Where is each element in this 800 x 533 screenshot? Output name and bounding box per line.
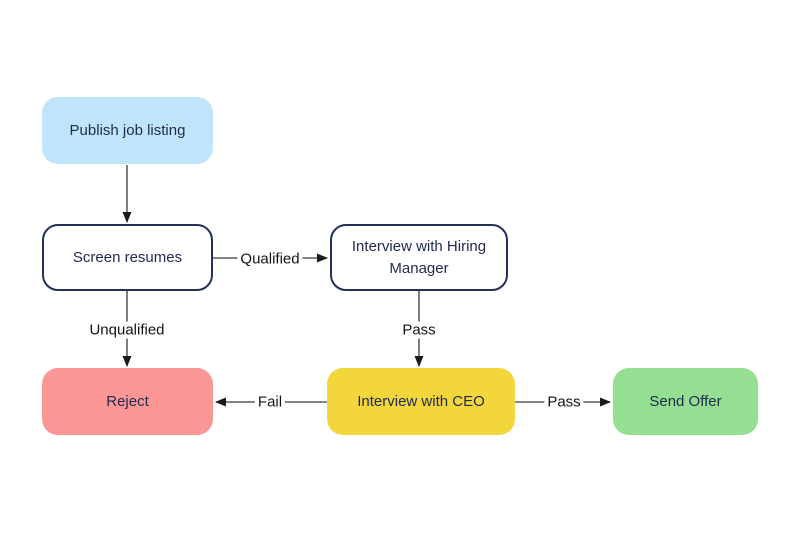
edge-label-fail: Fail bbox=[254, 393, 286, 411]
node-send-offer-label: Send Offer bbox=[649, 392, 722, 410]
node-interview-hiring-manager-label: Interview with Hiring Manager bbox=[351, 237, 487, 277]
node-screen-resumes[interactable]: Screen resumes bbox=[42, 224, 213, 291]
edge-label-pass-to-offer: Pass bbox=[544, 393, 584, 411]
edge-label-pass-to-ceo: Pass bbox=[399, 321, 439, 339]
node-interview-ceo-label: Interview with CEO bbox=[357, 392, 485, 410]
node-reject[interactable]: Reject bbox=[42, 368, 213, 435]
node-interview-hiring-manager[interactable]: Interview with Hiring Manager bbox=[330, 224, 508, 291]
edge-label-unqualified: Unqualified bbox=[86, 321, 168, 339]
node-interview-ceo[interactable]: Interview with CEO bbox=[327, 368, 515, 435]
node-publish-job-listing[interactable]: Publish job listing bbox=[42, 97, 213, 164]
node-publish-job-listing-label: Publish job listing bbox=[69, 121, 186, 139]
node-screen-resumes-label: Screen resumes bbox=[72, 248, 183, 266]
edge-label-qualified: Qualified bbox=[237, 250, 303, 268]
node-reject-label: Reject bbox=[106, 392, 149, 410]
node-send-offer[interactable]: Send Offer bbox=[613, 368, 758, 435]
